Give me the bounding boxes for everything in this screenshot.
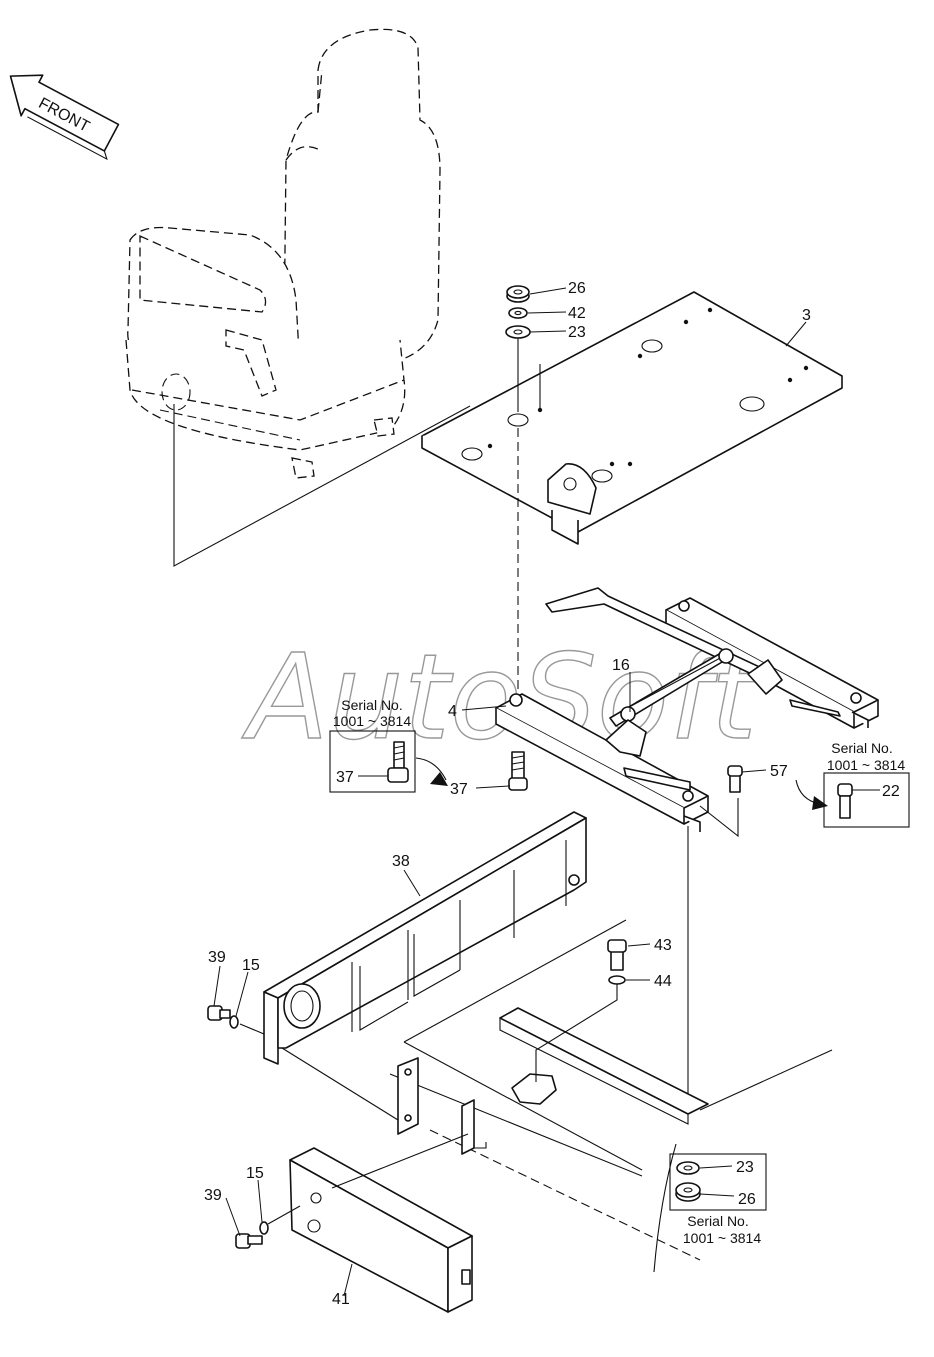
serial-box-right: Serial No. 1001 ~ 3814 (795, 740, 910, 828)
callout-23-bottom: 23 (736, 1159, 754, 1176)
lower-bolt-line (267, 1205, 301, 1225)
bolt-57-line (699, 798, 739, 838)
callout-4: 4 (448, 703, 457, 720)
serial-right-title: Serial No. (831, 740, 892, 756)
callout-22: 22 (882, 783, 900, 800)
box-leader-line (281, 1047, 399, 1121)
callout-38: 38 (392, 853, 410, 870)
callout-42: 42 (568, 305, 586, 322)
callout-39-upper: 39 (208, 949, 226, 966)
bolt-43 (607, 939, 627, 971)
bolt-57 (727, 765, 743, 793)
serial-bottom-range: 1001 ~ 3814 (683, 1230, 761, 1246)
serial-box-bottom: Serial No. 1001 ~ 3814 (669, 1153, 767, 1246)
serial-left-title: Serial No. (341, 697, 402, 713)
slide-release-lever-16 (545, 587, 783, 757)
callout-15-lower: 15 (246, 1165, 264, 1182)
callout-43: 43 (654, 937, 672, 954)
callout-37: 37 (450, 781, 468, 798)
bolt-37 (508, 751, 528, 791)
callout-44: 44 (654, 973, 672, 990)
bolt-39-lower (235, 1233, 263, 1249)
callout-23-top: 23 (568, 324, 586, 341)
storage-box-38 (263, 811, 587, 1065)
lock-washer-42 (508, 307, 528, 319)
bolt-22 (837, 783, 853, 819)
callout-26-bottom: 26 (738, 1191, 756, 1208)
nut-26-lower (675, 1182, 701, 1202)
front-arrow: FRONT (9, 74, 120, 161)
floor-plate (389, 919, 833, 1273)
bolt-43-line (535, 984, 618, 1082)
side-cover-41 (289, 1147, 473, 1313)
callout-39-lower: 39 (204, 1187, 222, 1204)
callout-16: 16 (612, 657, 630, 674)
upper-bolt-line (239, 1023, 265, 1035)
serial-left-range: 1001 ~ 3814 (333, 713, 411, 729)
callout-26-top: 26 (568, 280, 586, 297)
callout-41: 41 (332, 1291, 350, 1308)
washer-15-upper (229, 1015, 239, 1029)
seat-leader-line (173, 404, 471, 567)
bolt-37-alt (387, 741, 409, 783)
seat-slide-rail-left (495, 693, 709, 832)
cover-leader-line (331, 1133, 469, 1189)
top-nut-26 (506, 285, 530, 303)
callout-leaders (213, 287, 807, 1297)
serial-right-range: 1001 ~ 3814 (827, 757, 905, 773)
serial-bottom-title: Serial No. (687, 1213, 748, 1229)
callout-57: 57 (770, 763, 788, 780)
flat-washer-23 (505, 325, 531, 339)
bolt-39-upper (207, 1005, 231, 1021)
callout-37-box: 37 (336, 769, 354, 786)
mounting-plate (421, 291, 843, 545)
washer-44 (608, 975, 626, 985)
serial-box-left: Serial No. 1001 ~ 3814 (329, 697, 448, 793)
flat-washer-23-lower (676, 1161, 700, 1175)
autosoft-watermark: AutoSoft (241, 628, 761, 766)
washer-15-lower (259, 1221, 269, 1235)
operator-seat (125, 28, 441, 479)
callout-15-upper: 15 (242, 957, 260, 974)
callout-3: 3 (802, 307, 811, 324)
